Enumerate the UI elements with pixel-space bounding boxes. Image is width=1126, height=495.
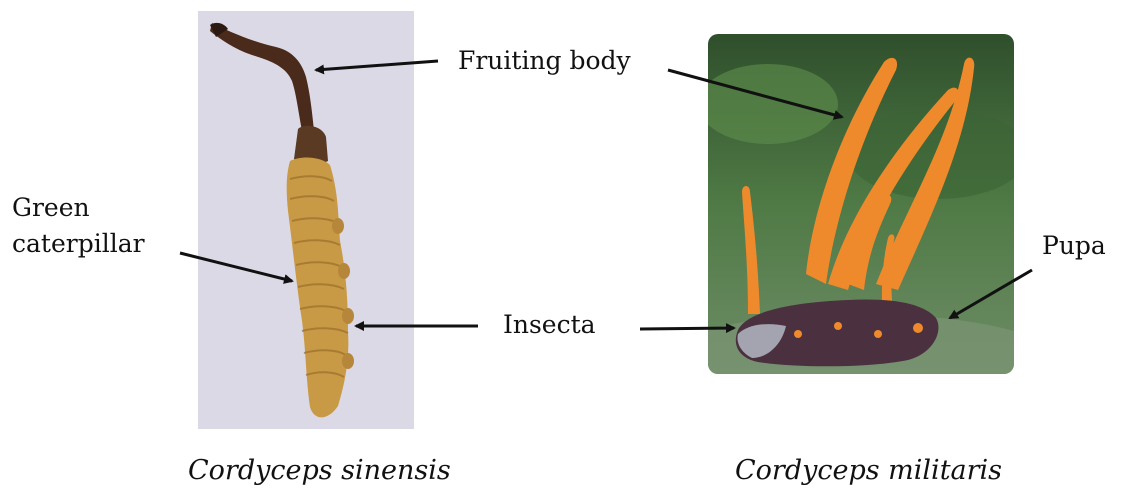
arrow-green-caterpillar [180,253,292,281]
arrow-insecta-right [640,328,734,329]
arrow-fruiting-body-left [316,61,438,70]
arrow-pupa [950,270,1032,318]
arrow-fruiting-body-right [668,70,842,117]
